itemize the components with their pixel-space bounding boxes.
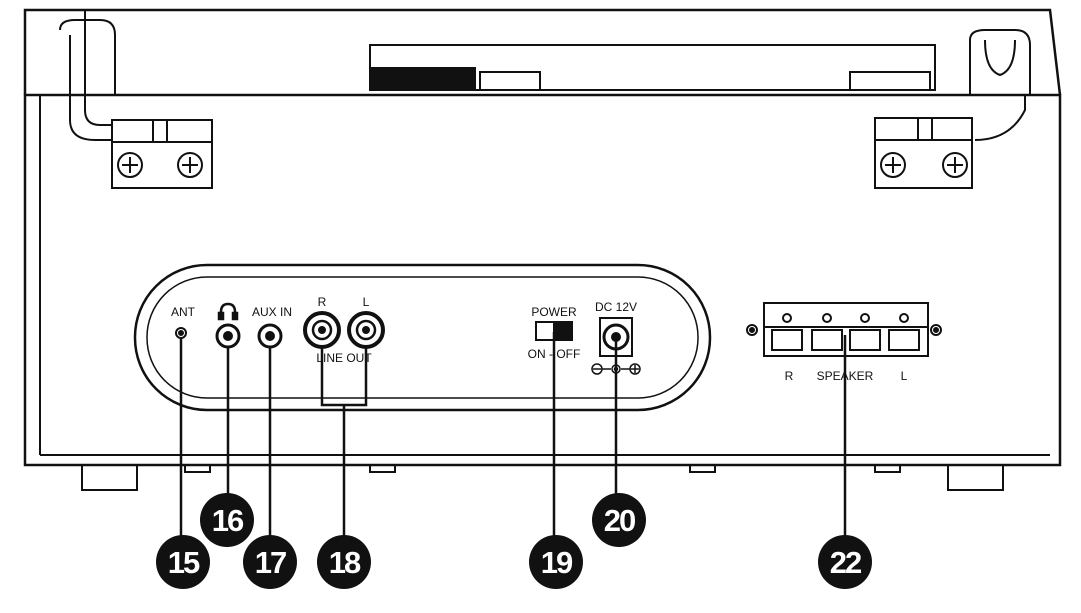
callout-19-number: 19: [541, 545, 573, 580]
power-label: POWER: [531, 305, 577, 319]
callout-22: 22: [818, 535, 872, 589]
line-out-l-label: L: [363, 295, 370, 309]
callout-17: 17: [243, 535, 297, 589]
headphone-icon: [217, 302, 239, 321]
speaker-terminals: R SPEAKER L: [746, 302, 942, 383]
headphone-jack: [215, 302, 241, 349]
callout-18-number: 18: [329, 545, 361, 580]
left-hinge: [59, 10, 213, 189]
line-out-jacks: R L LINE OUT: [303, 295, 385, 365]
speaker-r-label: R: [785, 369, 794, 383]
callout-20: 20: [592, 493, 646, 547]
callout-16: 16: [200, 493, 254, 547]
aux-in-jack: AUX IN: [252, 305, 292, 349]
connector-panel: [133, 263, 712, 412]
leader-lines: [179, 332, 847, 545]
line-out-r-label: R: [318, 295, 327, 309]
callout-16-number: 16: [212, 503, 244, 538]
ant-jack: ANT: [171, 305, 196, 339]
dc-label: DC 12V: [595, 300, 637, 314]
callout-18: 18: [317, 535, 371, 589]
ant-label: ANT: [171, 305, 196, 319]
callout-15-number: 15: [168, 545, 200, 580]
right-hinge: [874, 29, 1031, 189]
callout-19: 19: [529, 535, 583, 589]
callout-22-number: 22: [830, 545, 861, 580]
callout-20-number: 20: [604, 503, 635, 538]
line-out-label: LINE OUT: [316, 351, 372, 365]
aux-in-label: AUX IN: [252, 305, 292, 319]
device-housing: [23, 8, 1062, 467]
turntable-top: [369, 44, 936, 91]
device-feet: [81, 464, 1004, 491]
callout-15: 15: [156, 535, 210, 589]
callout-17-number: 17: [255, 545, 286, 580]
speaker-l-label: L: [901, 369, 908, 383]
